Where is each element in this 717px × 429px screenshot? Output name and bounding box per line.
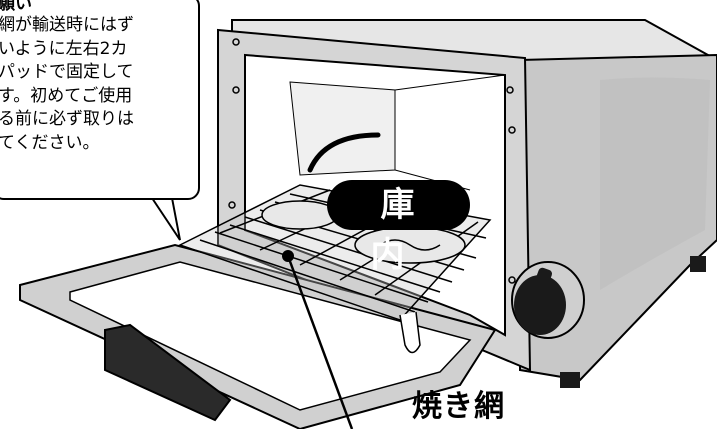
- callout-pointer: [150, 197, 181, 241]
- door-handle: [104, 323, 232, 422]
- oven-foot: [560, 372, 580, 388]
- oven-foot: [690, 256, 706, 272]
- rack-clip: [399, 311, 421, 354]
- heater-coil: [307, 132, 381, 173]
- rack-label: 焼き網: [412, 389, 505, 424]
- callout-box: [0, 0, 200, 200]
- door-glass: [69, 261, 472, 411]
- callout-title: 願い: [0, 0, 38, 15]
- rack-leader-line: [286, 255, 354, 429]
- interior-label: 庫 内: [327, 180, 470, 275]
- callout-body: 網が輸送時にはず いように左右2カ パッドで固定して す。初めてご使用 る前に必…: [0, 15, 134, 153]
